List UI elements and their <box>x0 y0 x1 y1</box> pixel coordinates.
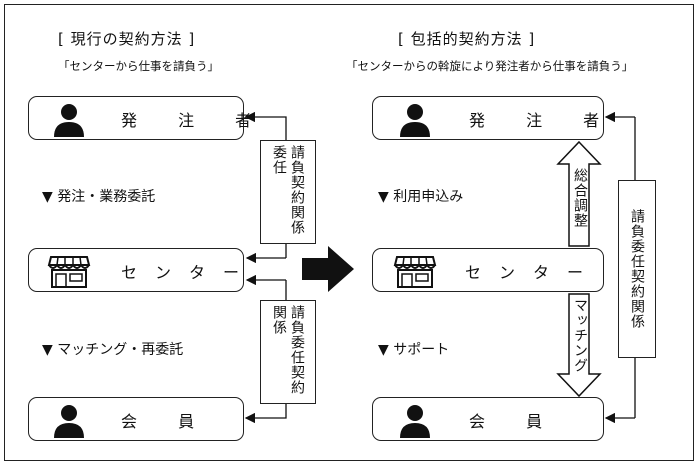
left-member-label: 会 員 <box>121 412 213 431</box>
coordination-arrows <box>556 140 602 398</box>
diagram-frame <box>4 4 694 461</box>
right-arrow-icon <box>302 246 354 292</box>
left-flow-upper: ▼ 発注・業務委託 <box>42 189 156 205</box>
right-member-label: 会 員 <box>469 412 561 431</box>
right-client-label: 発 注 者 <box>469 111 618 130</box>
left-contract-upper: 請負契約関係委任 <box>260 140 316 244</box>
left-subtitle: 「センターから仕事を請負う」 <box>58 59 219 73</box>
left-client-box: 発 注 者 <box>28 96 251 140</box>
right-arrow-lower-label: マッチング <box>572 298 588 373</box>
right-flow-lower: ▼ サポート <box>378 342 450 358</box>
left-center-box: センター <box>28 248 244 292</box>
left-title: [ 現行の契約方法 ] <box>58 30 196 48</box>
left-contract-lower: 請負委任契約関係 <box>260 300 316 404</box>
right-client-box: 発 注 者 <box>372 96 604 140</box>
shop-icon <box>393 256 437 288</box>
left-flow-lower: ▼ マッチング・再委託 <box>42 342 184 358</box>
right-flow-upper: ▼ 利用申込み <box>378 189 464 205</box>
right-arrow-upper-label: 総合調整 <box>572 168 588 228</box>
right-contract-label: 請負委任契約関係 <box>618 180 656 358</box>
person-icon <box>400 405 430 438</box>
left-center-label: センター <box>121 263 258 282</box>
left-member-box: 会 員 <box>28 397 244 441</box>
right-subtitle: 「センターからの斡旋により発注者から仕事を請負う」 <box>346 59 634 73</box>
right-center-box: センター <box>372 248 604 292</box>
left-client-label: 発 注 者 <box>121 111 270 130</box>
shop-icon <box>47 256 91 288</box>
right-title: [ 包括的契約方法 ] <box>398 30 536 48</box>
right-member-box: 会 員 <box>372 397 604 441</box>
person-icon <box>54 104 84 137</box>
person-icon <box>400 104 430 137</box>
person-icon <box>54 405 84 438</box>
right-center-label: センター <box>465 263 602 282</box>
